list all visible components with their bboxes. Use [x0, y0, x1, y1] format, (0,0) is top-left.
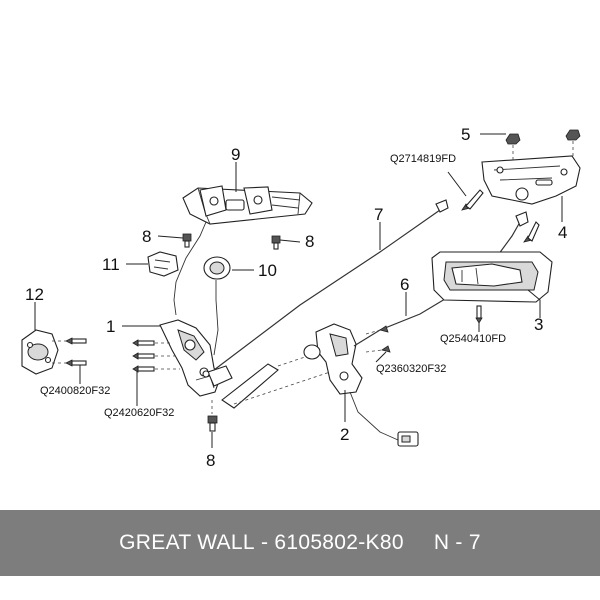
callout-4: 4 [558, 223, 567, 242]
callout-3: 3 [534, 315, 543, 334]
callout-7: 7 [374, 205, 383, 224]
part-5-nut [505, 133, 521, 160]
footer-banner: GREAT WALL - 6105802-K80 N - 7 [0, 510, 600, 576]
part-3-inner-handle [431, 251, 553, 303]
part-8-bolt-lower [207, 400, 218, 432]
callout-5: 5 [461, 125, 470, 144]
callout-10: 10 [258, 261, 277, 280]
part-screw-q2714819fd [461, 189, 540, 243]
part-1-latch-assembly [159, 319, 233, 397]
leader-lines [34, 133, 563, 448]
part-10-grommet [203, 256, 231, 356]
part-4-bracket [481, 155, 581, 205]
part-2-actuator [303, 323, 419, 447]
callout-8-upper-left: 8 [142, 227, 151, 246]
callout-11: 11 [102, 255, 120, 274]
callout-6: 6 [400, 275, 409, 294]
part-screws-q2420620f32 [132, 339, 180, 373]
part-12-striker [21, 329, 59, 375]
part-7-cable [202, 199, 449, 378]
part-9-handle-carrier [173, 185, 313, 316]
code-q2540410fd: Q2540410FD [440, 333, 506, 345]
code-q2420620f32: Q2420620F32 [104, 407, 174, 419]
footer-part-number: 6105802-K80 [274, 531, 404, 554]
linkage-rod [221, 351, 331, 409]
callout-9: 9 [231, 145, 240, 164]
code-q2714819fd: Q2714819FD [390, 153, 456, 165]
part-screws-q2400820f32 [52, 337, 87, 367]
callout-12: 12 [25, 285, 44, 304]
footer-page-ref: N - 7 [433, 531, 481, 554]
part-screw-q2360320f32 [365, 325, 391, 353]
exploded-parts-diagram: 1 2 3 4 5 6 7 8 8 8 9 10 11 12 Q2714819F… [21, 125, 581, 470]
callout-8-upper-right: 8 [305, 232, 314, 251]
part-screw-q2540410fd [475, 305, 483, 324]
callout-8-lower: 8 [206, 451, 215, 470]
part-8-bolt-upper-right [271, 235, 281, 250]
code-q2400820f32: Q2400820F32 [40, 385, 110, 397]
code-q2360320f32: Q2360320F32 [376, 363, 446, 375]
part-8-bolt-upper-left [182, 233, 192, 248]
part-11-clip [147, 251, 179, 277]
footer-separator: - [254, 531, 275, 554]
footer-brand: GREAT WALL [119, 531, 255, 554]
part-5-nut-right [565, 129, 581, 156]
callout-1: 1 [106, 317, 115, 336]
callout-2: 2 [340, 425, 349, 444]
